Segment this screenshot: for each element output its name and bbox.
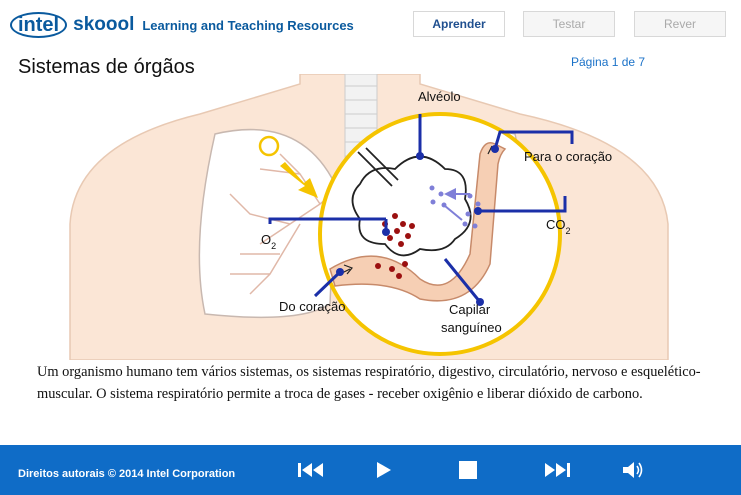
capillary-label-line2: sanguíneo (441, 320, 502, 335)
volume-button[interactable] (614, 457, 650, 483)
left-lung (198, 128, 336, 319)
speaker-icon (623, 462, 643, 478)
respiratory-diagram: Alvéolo Para o coração O2 CO2 Do coração… (69, 74, 669, 360)
logo-skoool: skoool (73, 14, 135, 35)
co2-molecules (429, 185, 481, 229)
capillary-label-line1: Capilar (449, 302, 491, 317)
play-button[interactable] (366, 457, 402, 483)
alveolus (351, 155, 472, 257)
from-heart-label: Do coração (279, 299, 345, 314)
co2-label: CO2 (546, 217, 571, 236)
logo-intel: intel (10, 12, 68, 38)
copyright-text: Direitos autorais © 2014 Intel Corporati… (18, 468, 236, 480)
oxygen-molecules (375, 213, 415, 279)
learn-button[interactable]: Aprender (413, 11, 505, 37)
header: intel skoool Learning and Teaching Resou… (0, 0, 741, 50)
flow-arrow-out-icon (487, 145, 493, 155)
intel-skoool-logo: intel skoool Learning and Teaching Resou… (10, 12, 354, 38)
review-button[interactable]: Rever (634, 11, 726, 37)
logo-tagline: Learning and Teaching Resources (142, 17, 354, 33)
stop-button[interactable] (450, 457, 486, 483)
page-title: Sistemas de órgãos (18, 56, 195, 78)
footer-bar: Direitos autorais © 2014 Intel Corporati… (0, 445, 741, 495)
capillary (329, 142, 507, 302)
leader-lines (268, 114, 574, 303)
skip-forward-icon (545, 463, 570, 477)
play-icon (377, 462, 391, 478)
highlight-circle-small (258, 135, 280, 157)
zoom-arrow-icon (280, 162, 318, 198)
to-heart-label: Para o coração (524, 149, 612, 164)
page-indicator: Página 1 de 7 (571, 55, 646, 69)
alveolus-label: Alvéolo (418, 89, 461, 104)
description-text: Um organismo humano tem vários sistemas,… (37, 364, 701, 402)
skip-forward-button[interactable] (538, 457, 574, 483)
test-button[interactable]: Testar (523, 11, 615, 37)
skip-back-icon (298, 463, 323, 477)
stop-icon (459, 461, 477, 479)
o2-label: O2 (261, 232, 276, 251)
skip-back-button[interactable] (294, 457, 330, 483)
